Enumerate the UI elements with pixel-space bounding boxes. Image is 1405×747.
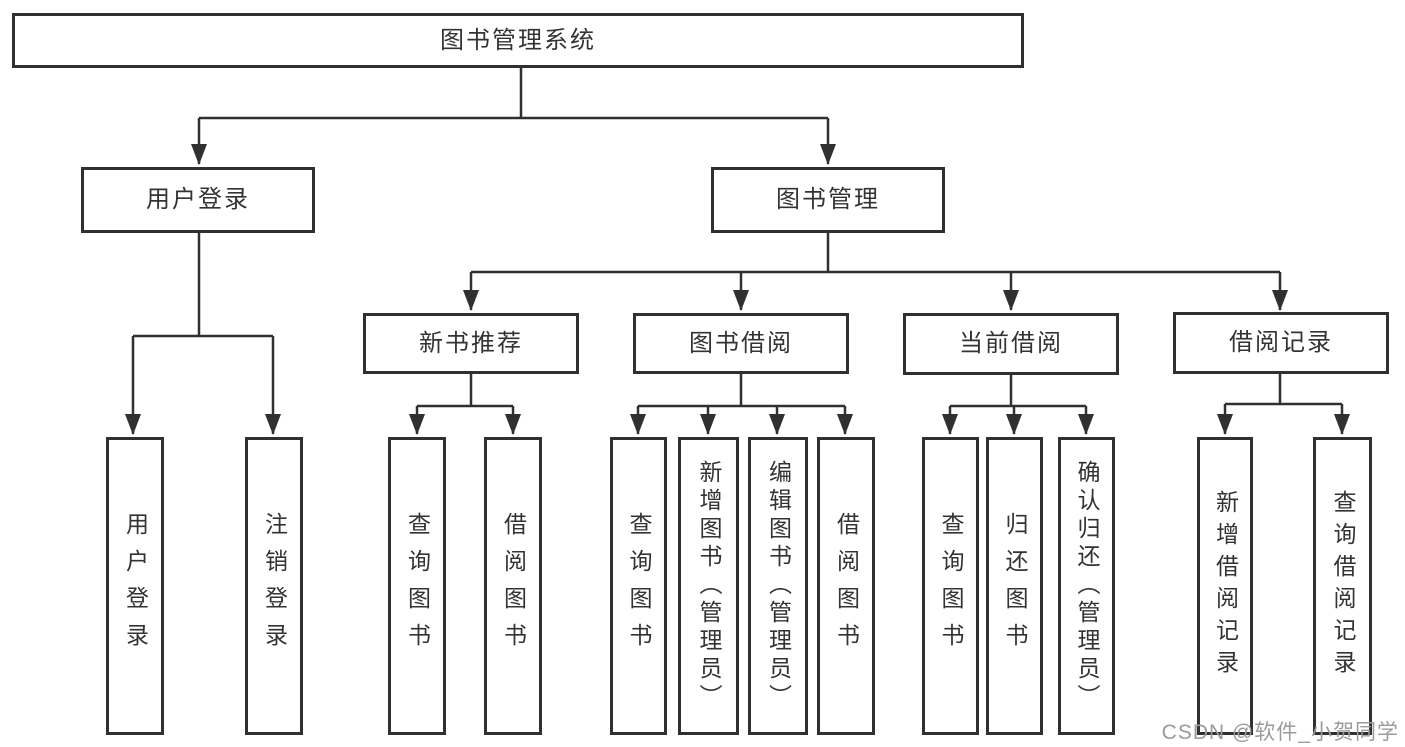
node-book-management-label: 图书管理 (776, 186, 880, 213)
node-borrow-records-label: 借阅记录 (1229, 329, 1333, 356)
node-new-book-recommend-label: 新书推荐 (419, 329, 523, 357)
leaf-borrow-borrow-books-label: 借阅图书 (833, 512, 860, 660)
node-new-book-recommend: 新书推荐 (363, 313, 579, 374)
node-book-borrow: 图书借阅 (633, 313, 849, 374)
leaf-current-return-books-label: 归还图书 (1002, 512, 1028, 660)
node-current-borrow: 当前借阅 (903, 313, 1119, 375)
leaf-newrec-borrow-books: 借阅图书 (484, 437, 542, 735)
leaf-borrow-edit-books-admin: 编辑图书（管理员） (748, 437, 808, 735)
leaf-logout-label: 注销登录 (261, 512, 288, 660)
leaf-current-return-books: 归还图书 (986, 437, 1043, 735)
node-book-borrow-label: 图书借阅 (689, 329, 793, 357)
leaf-records-add-record: 新增借阅记录 (1197, 437, 1253, 735)
node-root-system-label: 图书管理系统 (440, 26, 596, 54)
node-root-system: 图书管理系统 (12, 13, 1024, 68)
node-user-login: 用户登录 (81, 167, 315, 233)
leaf-borrow-query-books: 查询图书 (610, 437, 667, 735)
leaf-records-query-record: 查询借阅记录 (1313, 437, 1372, 735)
csdn-watermark: CSDN @软件_小贺同学 (1161, 721, 1399, 744)
leaf-current-confirm-return-admin: 确认归还（管理员） (1058, 437, 1115, 735)
leaf-records-add-record-label: 新增借阅记录 (1212, 490, 1239, 682)
leaf-logout: 注销登录 (245, 437, 303, 735)
leaf-newrec-borrow-books-label: 借阅图书 (500, 512, 527, 660)
leaf-newrec-query-books: 查询图书 (388, 437, 446, 735)
leaf-current-confirm-return-admin-label: 确认归还（管理员） (1074, 460, 1100, 712)
node-user-login-label: 用户登录 (146, 186, 250, 213)
leaf-records-query-record-label: 查询借阅记录 (1330, 490, 1356, 682)
node-book-management: 图书管理 (711, 167, 945, 233)
leaf-current-query-books-label: 查询图书 (938, 512, 964, 660)
leaf-borrow-edit-books-admin-label: 编辑图书（管理员） (765, 460, 792, 712)
leaf-user-login: 用户登录 (106, 437, 164, 735)
leaf-borrow-add-books-admin-label: 新增图书（管理员） (696, 460, 722, 712)
leaf-borrow-borrow-books: 借阅图书 (817, 437, 875, 735)
leaf-current-query-books: 查询图书 (922, 437, 979, 735)
leaf-user-login-label: 用户登录 (122, 512, 149, 660)
node-borrow-records: 借阅记录 (1173, 312, 1389, 374)
leaf-newrec-query-books-label: 查询图书 (404, 512, 431, 660)
leaf-borrow-query-books-label: 查询图书 (626, 512, 652, 660)
node-current-borrow-label: 当前借阅 (959, 330, 1063, 357)
leaf-borrow-add-books-admin: 新增图书（管理员） (678, 437, 739, 735)
